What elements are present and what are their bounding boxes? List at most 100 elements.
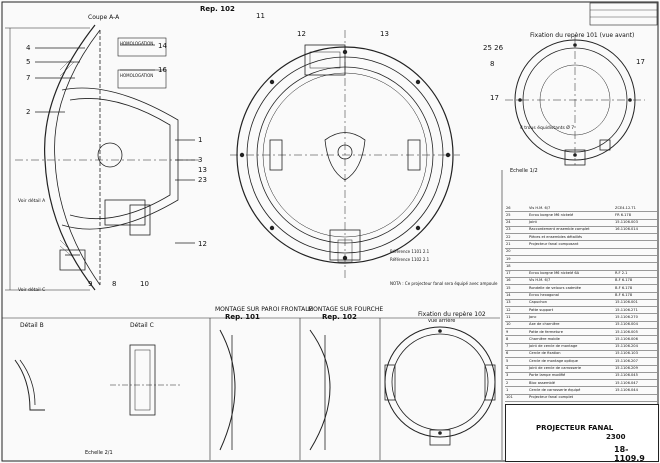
callout: 7 xyxy=(26,74,31,82)
callout: 12 xyxy=(198,240,207,248)
callout: 25 26 xyxy=(483,44,504,52)
part-code: 15.1106.207 xyxy=(615,358,638,363)
callout: 10 xyxy=(140,280,149,288)
part-code: ZCE4.12.T1 xyxy=(615,205,636,210)
callout: 16 xyxy=(158,66,167,74)
part-code: 15.1106.045 xyxy=(615,373,638,378)
part-description: Axe de charnière xyxy=(529,322,560,327)
part-description: Bloc assemblé xyxy=(529,380,555,385)
part-description: Jonc xyxy=(529,314,537,319)
part-code: 15.1106.204 xyxy=(615,344,638,349)
section-view-aa xyxy=(5,24,200,291)
callout: 8 xyxy=(490,60,495,68)
parts-row: 21 Projecteur fanal composant xyxy=(505,241,657,249)
part-description: Cercle de carrosserie équipé xyxy=(529,387,581,392)
part-number: 6 xyxy=(506,351,509,356)
part-description: Cercle de montage optique xyxy=(529,358,578,363)
part-description: Capuchon xyxy=(529,300,548,305)
part-description: Projecteur fanal composant xyxy=(529,241,579,246)
callout: 17 xyxy=(636,58,645,66)
callout: 1 xyxy=(198,136,203,144)
parts-row: 22 Pièces et ensembles détaillés xyxy=(505,234,657,242)
part-number: 9 xyxy=(506,329,509,334)
part-code: 15.1106.209 xyxy=(615,366,638,371)
part-code: 15.1106.270 xyxy=(615,314,638,319)
rep-102-label: Rep. 102 xyxy=(200,5,235,13)
parts-row: 5 Cercle de montage optique 15.1106.207 xyxy=(505,358,657,366)
callout: 2 xyxy=(26,108,31,116)
part-code: 15.1106.271 xyxy=(615,307,638,312)
montage-102-rep: Rep. 102 xyxy=(322,313,357,321)
part-number: 10 xyxy=(506,322,511,327)
drawing-title: PROJECTEUR FANAL xyxy=(536,424,614,432)
part-number: 5 xyxy=(506,358,509,363)
detail-a-ref: Voir détail A xyxy=(18,199,46,204)
part-description: Charnière mobile xyxy=(529,336,560,341)
part-number: 25 xyxy=(506,212,511,217)
part-code: B.F 6.178 xyxy=(615,293,633,298)
part-code: R.F 2.1 xyxy=(615,271,628,276)
homologation-2: HOMOLOGATION xyxy=(120,73,154,78)
callout: 4 xyxy=(26,44,31,52)
part-description: Rondelle de velours cadmiée xyxy=(529,285,581,290)
part-number: 8 xyxy=(506,336,509,341)
part-code: 16.1106.014 xyxy=(615,227,638,232)
callout: 14 xyxy=(158,42,167,50)
part-number: 17 xyxy=(506,271,511,276)
lamp-ref-2: Référence 1102 2.1 xyxy=(390,257,430,262)
part-description: Vis H.M. 6/7 xyxy=(529,278,551,283)
part-description: Pièces et ensembles détaillés xyxy=(529,234,583,239)
part-number: 22 xyxy=(506,234,511,239)
section-label: Coupe A-A xyxy=(88,14,120,21)
part-code: 15.1106.001 xyxy=(615,300,638,305)
callout: 13 xyxy=(198,166,207,174)
part-number: 24 xyxy=(506,220,511,225)
drawing-ref: 2300 xyxy=(606,433,626,441)
part-number: 20 xyxy=(506,249,511,254)
part-number: 13 xyxy=(506,300,511,305)
part-number: 16 xyxy=(506,278,511,283)
part-description: Porte lampe modifié xyxy=(529,373,566,378)
nota-note: NOTA : Ce projecteur fanal sera équipé a… xyxy=(390,281,498,286)
callout: 23 xyxy=(198,176,207,184)
part-number: 4 xyxy=(506,366,509,371)
parts-row: 13 Capuchon 15.1106.001 xyxy=(505,300,657,308)
part-number: 2 xyxy=(506,380,509,385)
part-description: Joint xyxy=(529,220,537,225)
part-number: 1 xyxy=(506,387,509,392)
callout: 5 xyxy=(26,58,31,66)
holes-note: 4 trous équidistants Ø 7 xyxy=(520,126,575,131)
part-code: B.F 6.178 xyxy=(615,278,633,283)
part-number: 18 xyxy=(506,263,511,268)
front-view xyxy=(230,30,460,280)
detail-b-label: Détail B xyxy=(20,322,44,329)
part-number: 101 xyxy=(506,395,513,400)
part-description: Cercle de fixation xyxy=(529,351,561,356)
fixation-view-101 xyxy=(505,35,645,166)
part-number: 19 xyxy=(506,256,511,261)
scale-label-2: Echelle 1/2 xyxy=(510,168,538,174)
detail-c-ref: Voir détail C xyxy=(18,288,46,293)
lamp-ref-1: Référence 1101 2.1 xyxy=(390,249,430,254)
callout: 9 xyxy=(88,280,93,288)
callout: 11 xyxy=(256,12,265,20)
part-code: 15.1106.047 xyxy=(615,380,638,385)
part-number: 14 xyxy=(506,293,511,298)
montage-102-label: MONTAGE SUR FOURCHE xyxy=(308,306,384,313)
fixation-102-label: Fixation du repère 102 xyxy=(418,311,486,318)
montage-101-rep: Rep. 101 xyxy=(225,313,260,321)
homologation-1: HOMOLOGATION xyxy=(120,41,154,46)
part-number: 21 xyxy=(506,241,511,246)
